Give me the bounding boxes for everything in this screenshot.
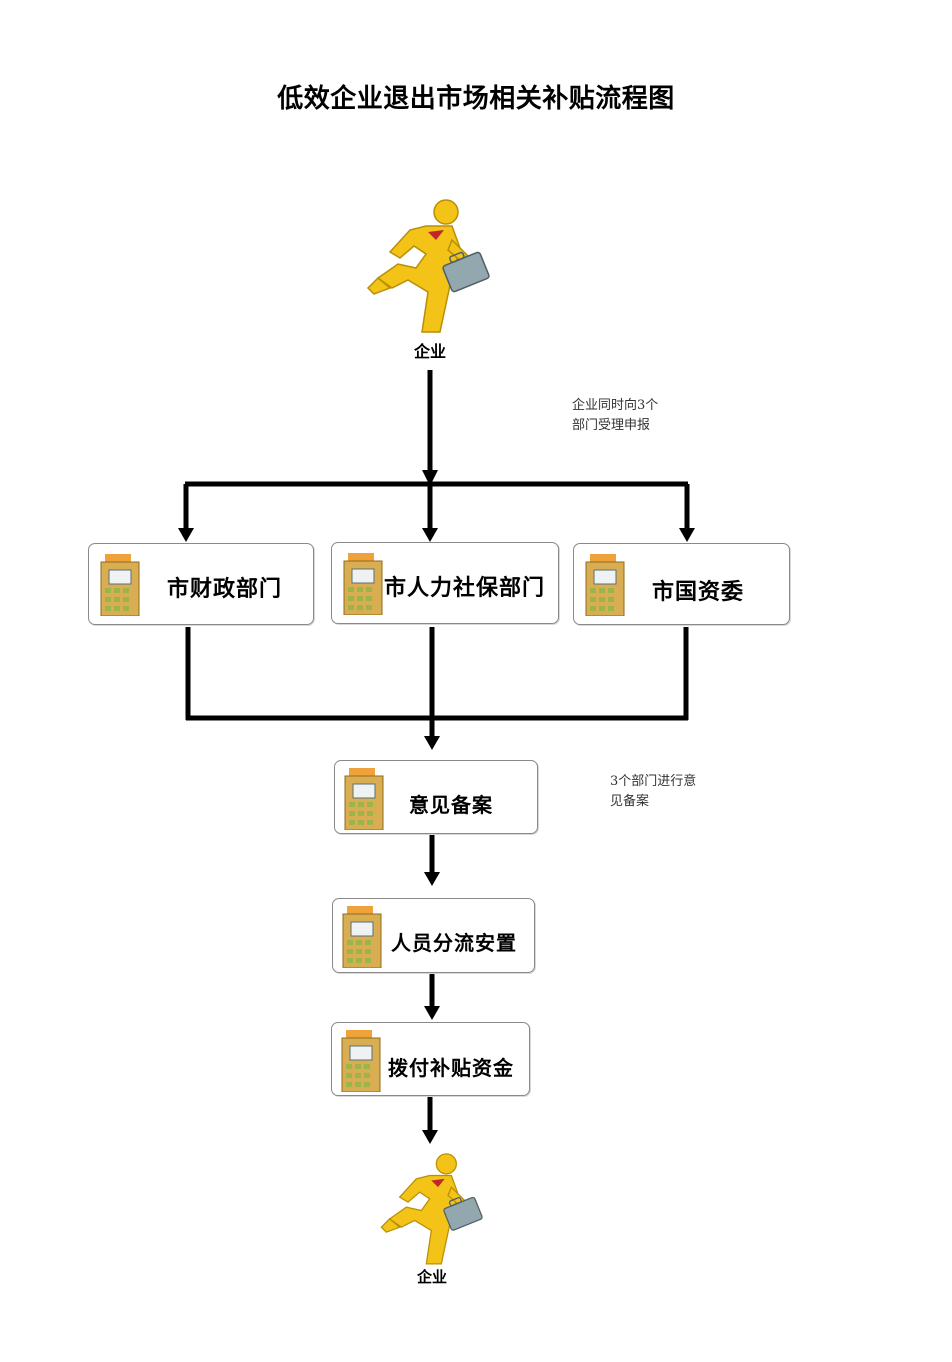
arrowhead-step3 bbox=[424, 1006, 440, 1020]
node-hr-social-security-dept[interactable]: 市人力社保部门 bbox=[331, 542, 559, 624]
note-apply-line-2: 部门受理申报 bbox=[572, 418, 651, 433]
note-record-line-1: 3个部门进行意 bbox=[610, 774, 697, 789]
office-building-icon bbox=[100, 554, 140, 616]
arrowhead-step1 bbox=[424, 736, 440, 750]
node-staff-placement[interactable]: 人员分流安置 bbox=[332, 898, 535, 973]
arrowhead-step2 bbox=[424, 872, 440, 886]
node-label: 意见备案 bbox=[409, 793, 493, 817]
office-building-icon bbox=[585, 554, 625, 616]
office-building-icon bbox=[343, 553, 383, 615]
node-sasac[interactable]: 市国资委 bbox=[573, 543, 790, 625]
end-actor-label: 企业 bbox=[416, 1268, 447, 1286]
node-allocate-subsidy[interactable]: 拨付补贴资金 bbox=[331, 1022, 530, 1096]
note-apply: 企业同时向3个 部门受理申报 bbox=[572, 396, 658, 436]
arrowhead-dept-1 bbox=[178, 528, 194, 542]
arrowhead-dept-2 bbox=[422, 528, 438, 542]
node-finance-dept[interactable]: 市财政部门 bbox=[88, 543, 314, 625]
running-businessman-icon bbox=[380, 1153, 483, 1265]
arrowhead-end bbox=[422, 1130, 438, 1144]
node-label: 市国资委 bbox=[652, 580, 745, 605]
note-apply-line-1: 企业同时向3个 bbox=[572, 398, 659, 413]
arrowhead-dept-3 bbox=[679, 528, 695, 542]
arrowhead-split bbox=[422, 470, 438, 486]
node-label: 人员分流安置 bbox=[391, 931, 517, 955]
node-label: 拨付补贴资金 bbox=[388, 1056, 514, 1080]
note-record-line-2: 见备案 bbox=[610, 794, 650, 809]
office-building-icon bbox=[341, 1030, 381, 1092]
node-label: 市人力社保部门 bbox=[384, 576, 546, 601]
office-building-icon bbox=[342, 906, 382, 968]
note-record: 3个部门进行意 见备案 bbox=[610, 772, 696, 812]
start-actor-label: 企业 bbox=[413, 342, 446, 361]
node-label: 市财政部门 bbox=[167, 577, 283, 602]
page-title: 低效企业退出市场相关补贴流程图 bbox=[277, 84, 675, 114]
running-businessman-icon bbox=[366, 199, 490, 333]
node-opinion-filing[interactable]: 意见备案 bbox=[334, 760, 538, 834]
office-building-icon bbox=[344, 768, 384, 830]
